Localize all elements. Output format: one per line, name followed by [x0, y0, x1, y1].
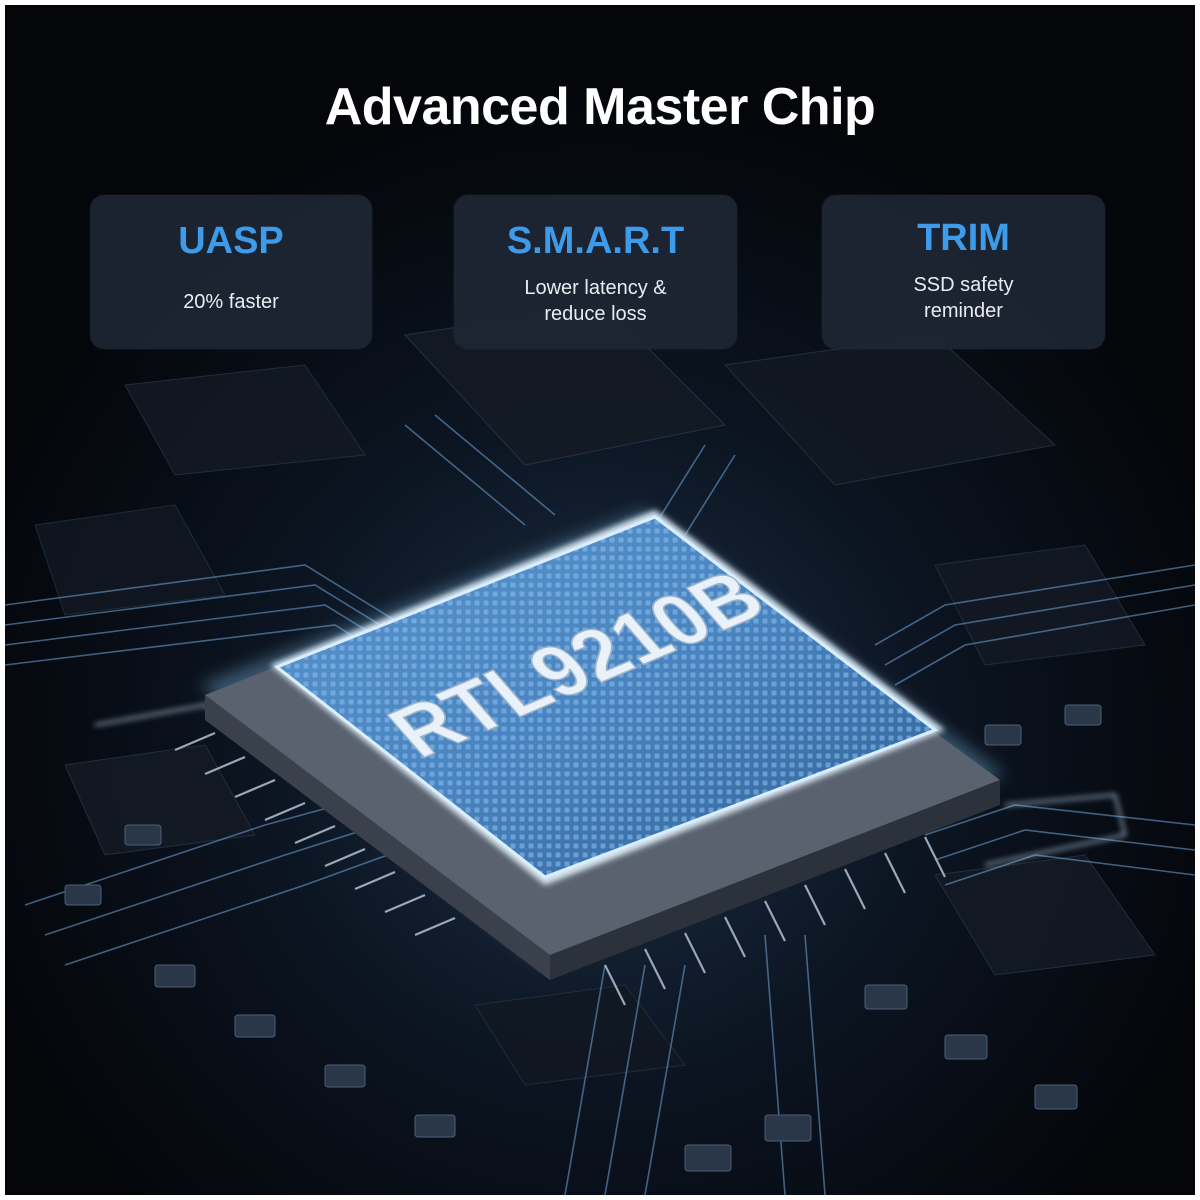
feature-description: 20% faster [183, 291, 279, 313]
product-banner: RTL9210B Advanced Master Chip UASP 20% f… [5, 5, 1195, 1195]
smd-pads [64, 704, 1102, 1172]
feature-description: Lower latency &reduce loss [524, 277, 667, 325]
feature-card-uasp: UASP 20% faster [90, 195, 372, 349]
feature-heading: S.M.A.R.T [506, 220, 685, 262]
circuit-board-illustration: RTL9210B [5, 5, 1195, 1195]
board-components [34, 304, 1156, 1086]
page-title: Advanced Master Chip [324, 78, 876, 136]
feature-card-smart: S.M.A.R.T Lower latency &reduce loss [454, 195, 737, 349]
feature-heading: UASP [178, 220, 284, 262]
chip-die [270, 510, 945, 885]
feature-heading: TRIM [917, 217, 1010, 259]
